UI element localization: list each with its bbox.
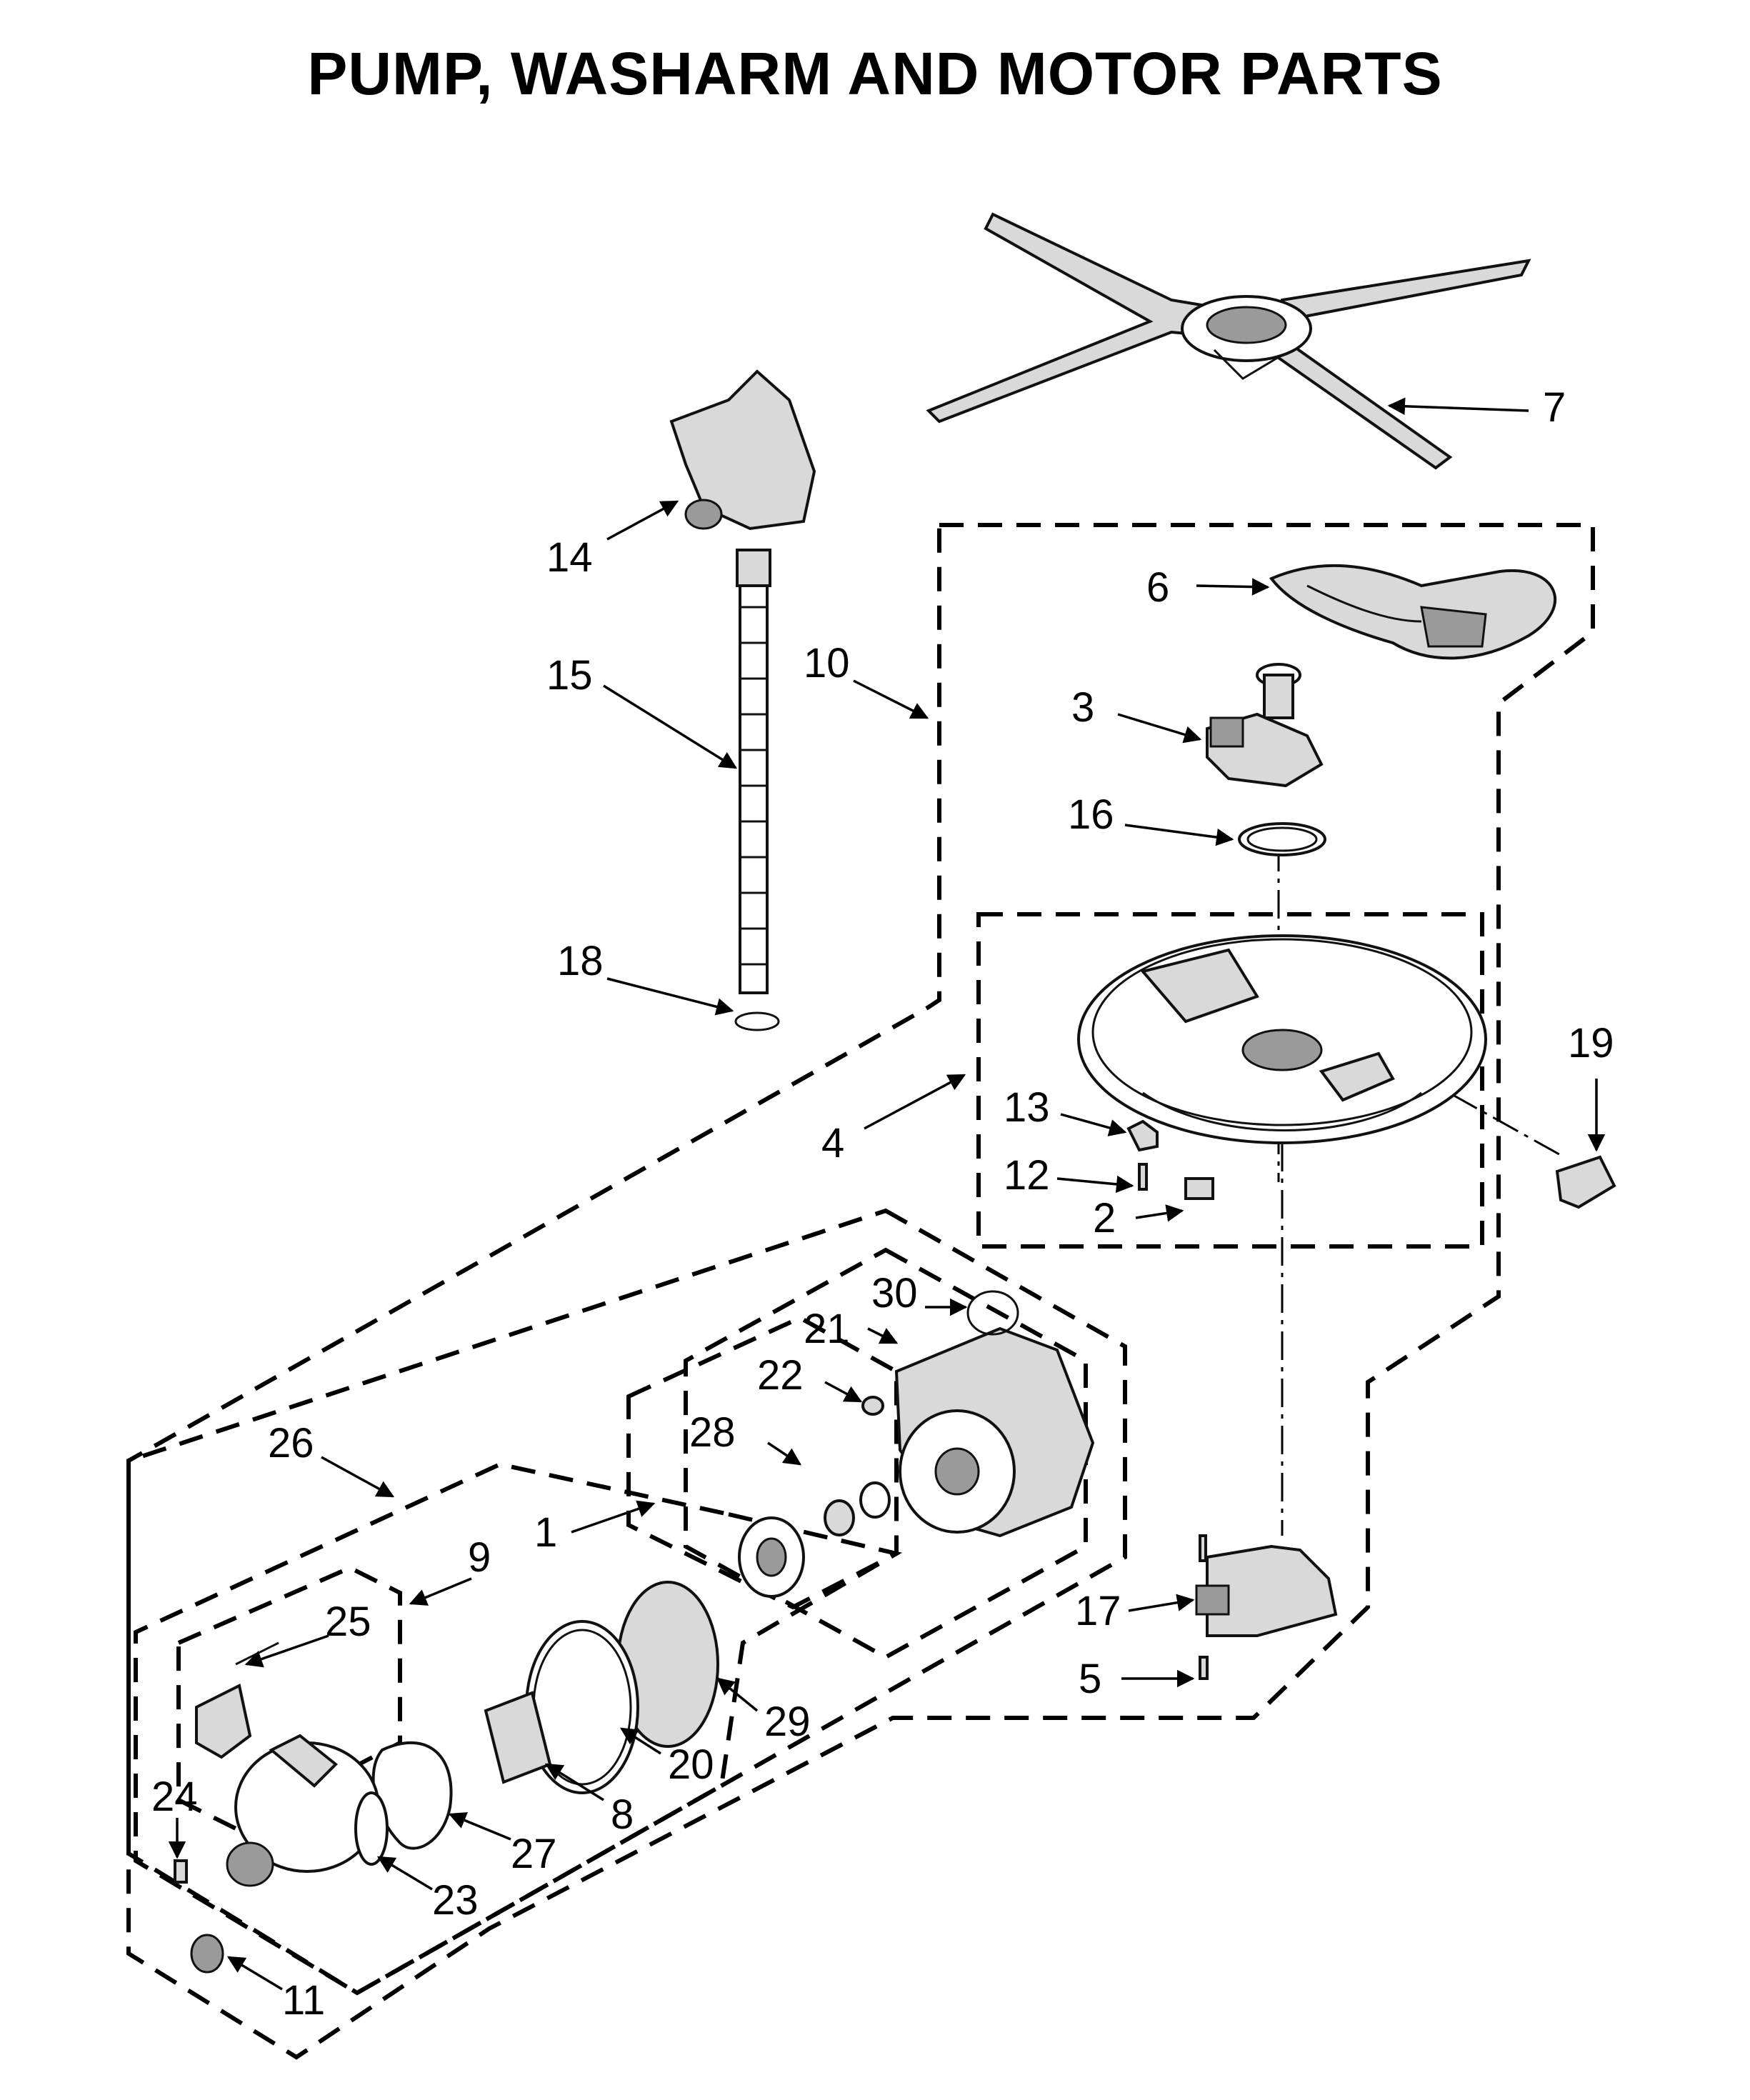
- callout-7: 7: [1543, 384, 1566, 431]
- leader-7: [1387, 397, 1529, 416]
- outline-assembly-4: [976, 912, 1484, 1249]
- callout-15: 15: [546, 652, 593, 699]
- leader-9: [409, 1577, 472, 1606]
- leader-17: [1128, 1594, 1195, 1612]
- pump-housing-parts: [226, 1581, 719, 1887]
- drain-hose-assembly: [669, 369, 816, 1031]
- callout-22: 22: [757, 1352, 804, 1399]
- callout-10: 10: [804, 640, 850, 686]
- leader-28: [767, 1441, 802, 1466]
- callout-30: 30: [871, 1270, 918, 1316]
- leader-21: [867, 1327, 899, 1344]
- callout-20: 20: [668, 1741, 714, 1788]
- leader-2: [1135, 1204, 1184, 1222]
- callout-21: 21: [804, 1306, 850, 1352]
- callout-16: 16: [1068, 791, 1114, 838]
- leader-11: [226, 1956, 283, 1991]
- leader-20: [619, 1727, 661, 1755]
- leader-12: [1056, 1175, 1134, 1194]
- page-title: PUMP, WASHARM AND MOTOR PARTS: [307, 40, 1443, 107]
- leader-22: [824, 1381, 863, 1403]
- leader-16: [1124, 824, 1234, 846]
- callout-labels: 7 6 3 16 10 14 15 18 4 13 12 2 19 30 21 …: [151, 384, 1614, 2024]
- callout-5: 5: [1079, 1656, 1101, 1702]
- leader-6: [1196, 578, 1270, 596]
- leader-23: [376, 1856, 433, 1891]
- diverter-motor: [1195, 1534, 1338, 1680]
- callout-29: 29: [764, 1699, 811, 1745]
- filter-cover: [1269, 564, 1557, 660]
- callout-2: 2: [1093, 1195, 1116, 1241]
- callout-23: 23: [432, 1877, 479, 1924]
- callout-12: 12: [1004, 1152, 1050, 1199]
- callout-27: 27: [511, 1831, 557, 1877]
- drain-pump-bits: [174, 1641, 279, 1974]
- circulation-motor: [861, 1290, 1095, 1538]
- callout-1: 1: [534, 1509, 557, 1556]
- leader-29: [716, 1677, 759, 1712]
- callout-8: 8: [611, 1791, 634, 1838]
- sump: [1077, 934, 1487, 1144]
- callout-4: 4: [821, 1120, 844, 1166]
- leader-1: [571, 1500, 656, 1534]
- leader-3: [1117, 713, 1202, 744]
- impeller-kit: [738, 1481, 891, 1598]
- outline-kit-1: [134, 1461, 903, 1996]
- turbidity-sensor: [1555, 1155, 1616, 1209]
- outline-assembly-10: [126, 523, 1595, 2060]
- leader-arrows: [168, 397, 1606, 1991]
- small-hardware: [1126, 1119, 1214, 1200]
- callout-24: 24: [151, 1774, 198, 1820]
- callout-3: 3: [1071, 684, 1094, 731]
- callout-28: 28: [689, 1409, 736, 1456]
- callout-17: 17: [1075, 1588, 1121, 1634]
- callout-6: 6: [1146, 564, 1169, 611]
- lower-washarm: [926, 212, 1531, 470]
- leader-4: [864, 1074, 966, 1130]
- assembly-outlines: [126, 523, 1595, 2060]
- callout-9: 9: [468, 1534, 491, 1581]
- leader-27: [448, 1812, 511, 1841]
- leader-10: [853, 679, 929, 719]
- leader-14: [606, 500, 679, 541]
- gasket: [1238, 822, 1326, 856]
- leader-8: [544, 1763, 604, 1801]
- leader-25: [244, 1634, 329, 1668]
- leader-18: [606, 977, 734, 1016]
- diverter-motor-assembly: [1206, 663, 1324, 788]
- callout-19: 19: [1568, 1020, 1614, 1066]
- callout-26: 26: [268, 1420, 314, 1466]
- leader-13: [1060, 1113, 1127, 1136]
- leader-15: [603, 684, 738, 769]
- centerline-sensor: [1410, 1070, 1565, 1159]
- leader-26: [321, 1456, 395, 1498]
- outline-motor-box: [684, 1247, 1088, 1660]
- callout-13: 13: [1004, 1084, 1050, 1131]
- callout-18: 18: [557, 938, 604, 984]
- callout-25: 25: [325, 1599, 371, 1645]
- callout-14: 14: [546, 534, 593, 581]
- callout-11: 11: [282, 1977, 325, 2024]
- parts: [174, 212, 1616, 1974]
